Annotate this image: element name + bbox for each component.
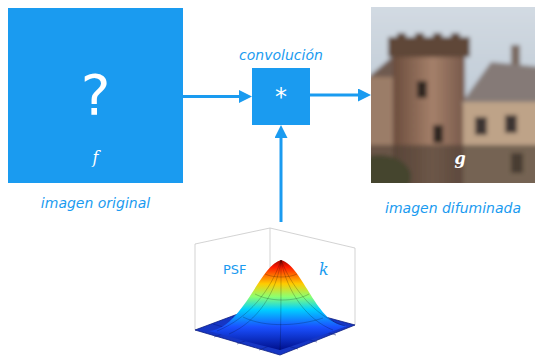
variable-label: f (8, 148, 183, 168)
box-caption: imagen original (41, 194, 150, 212)
original-image-box: ?fimagen original (8, 8, 183, 183)
variable-label: g (448, 149, 472, 169)
flow-arrow (280, 134, 283, 222)
blurred-photo (347, 2, 541, 199)
plot-label: PSF (223, 262, 247, 278)
flow-arrow (310, 94, 362, 97)
unknown-symbol: ? (8, 65, 183, 125)
convolution-box: convolución* (252, 68, 310, 125)
psf-plot-frame: PSF k (195, 222, 365, 358)
psf-surface-plot (195, 228, 355, 355)
blurred-image-frame: gimagen difuminada (371, 7, 535, 183)
box-caption: imagen difuminada (385, 199, 521, 217)
flow-arrow (183, 95, 243, 98)
operation-caption: convolución (239, 46, 323, 64)
variable-label: k (319, 260, 329, 280)
operator-symbol: * (252, 81, 310, 113)
